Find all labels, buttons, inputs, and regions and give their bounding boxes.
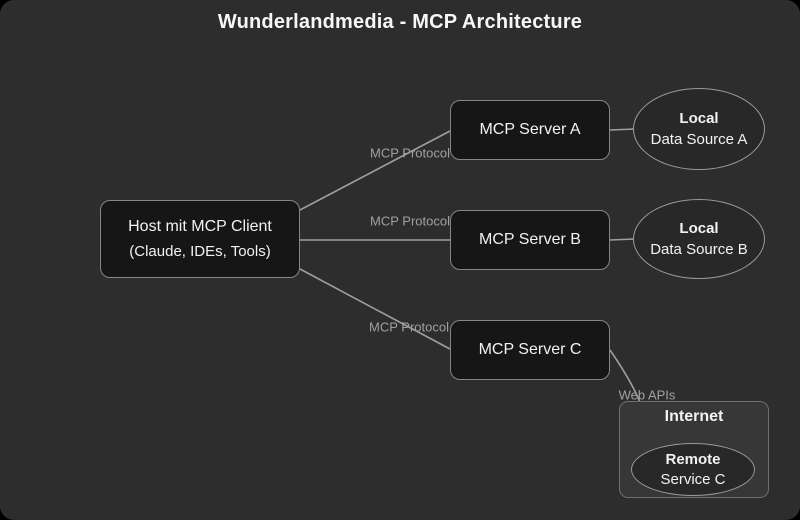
edge-host-to-server-a xyxy=(299,130,451,211)
node-host-mcp-client: Host mit MCP Client (Claude, IDEs, Tools… xyxy=(100,200,300,278)
host-subtitle: (Claude, IDEs, Tools) xyxy=(129,243,271,260)
internet-label: Internet xyxy=(664,408,724,425)
edge-server-b-to-datasource-b xyxy=(609,238,636,241)
edge-label-mcp-protocol-b: MCP Protocol xyxy=(370,213,450,229)
node-mcp-server-a: MCP Server A xyxy=(450,100,610,160)
node-mcp-server-c: MCP Server C xyxy=(450,320,610,380)
edge-host-to-server-c xyxy=(299,268,451,350)
node-mcp-server-b: MCP Server B xyxy=(450,210,610,270)
server-a-label: MCP Server A xyxy=(479,121,581,138)
edge-label-mcp-protocol-a: MCP Protocol xyxy=(370,145,450,161)
edge-label-web-apis: Web APIs xyxy=(618,387,676,403)
node-remote-service-c: Remote Service C xyxy=(631,443,755,496)
node-local-datasource-b: Local Data Source B xyxy=(633,199,765,279)
remote-service-subtitle: Service C xyxy=(660,471,726,488)
edge-server-a-to-datasource-a xyxy=(609,128,636,131)
datasource-a-subtitle: Data Source A xyxy=(650,131,748,148)
datasource-b-subtitle: Data Source B xyxy=(650,241,748,258)
remote-service-title: Remote xyxy=(665,451,721,468)
host-title: Host mit MCP Client xyxy=(128,218,272,235)
datasource-a-title: Local xyxy=(679,110,719,127)
edge-label-mcp-protocol-c: MCP Protocol xyxy=(369,319,449,335)
server-b-label: MCP Server B xyxy=(479,231,581,248)
server-c-label: MCP Server C xyxy=(478,341,582,358)
datasource-b-title: Local xyxy=(679,220,719,237)
node-local-datasource-a: Local Data Source A xyxy=(633,88,765,170)
diagram-title: Wunderlandmedia - MCP Architecture xyxy=(217,11,583,33)
